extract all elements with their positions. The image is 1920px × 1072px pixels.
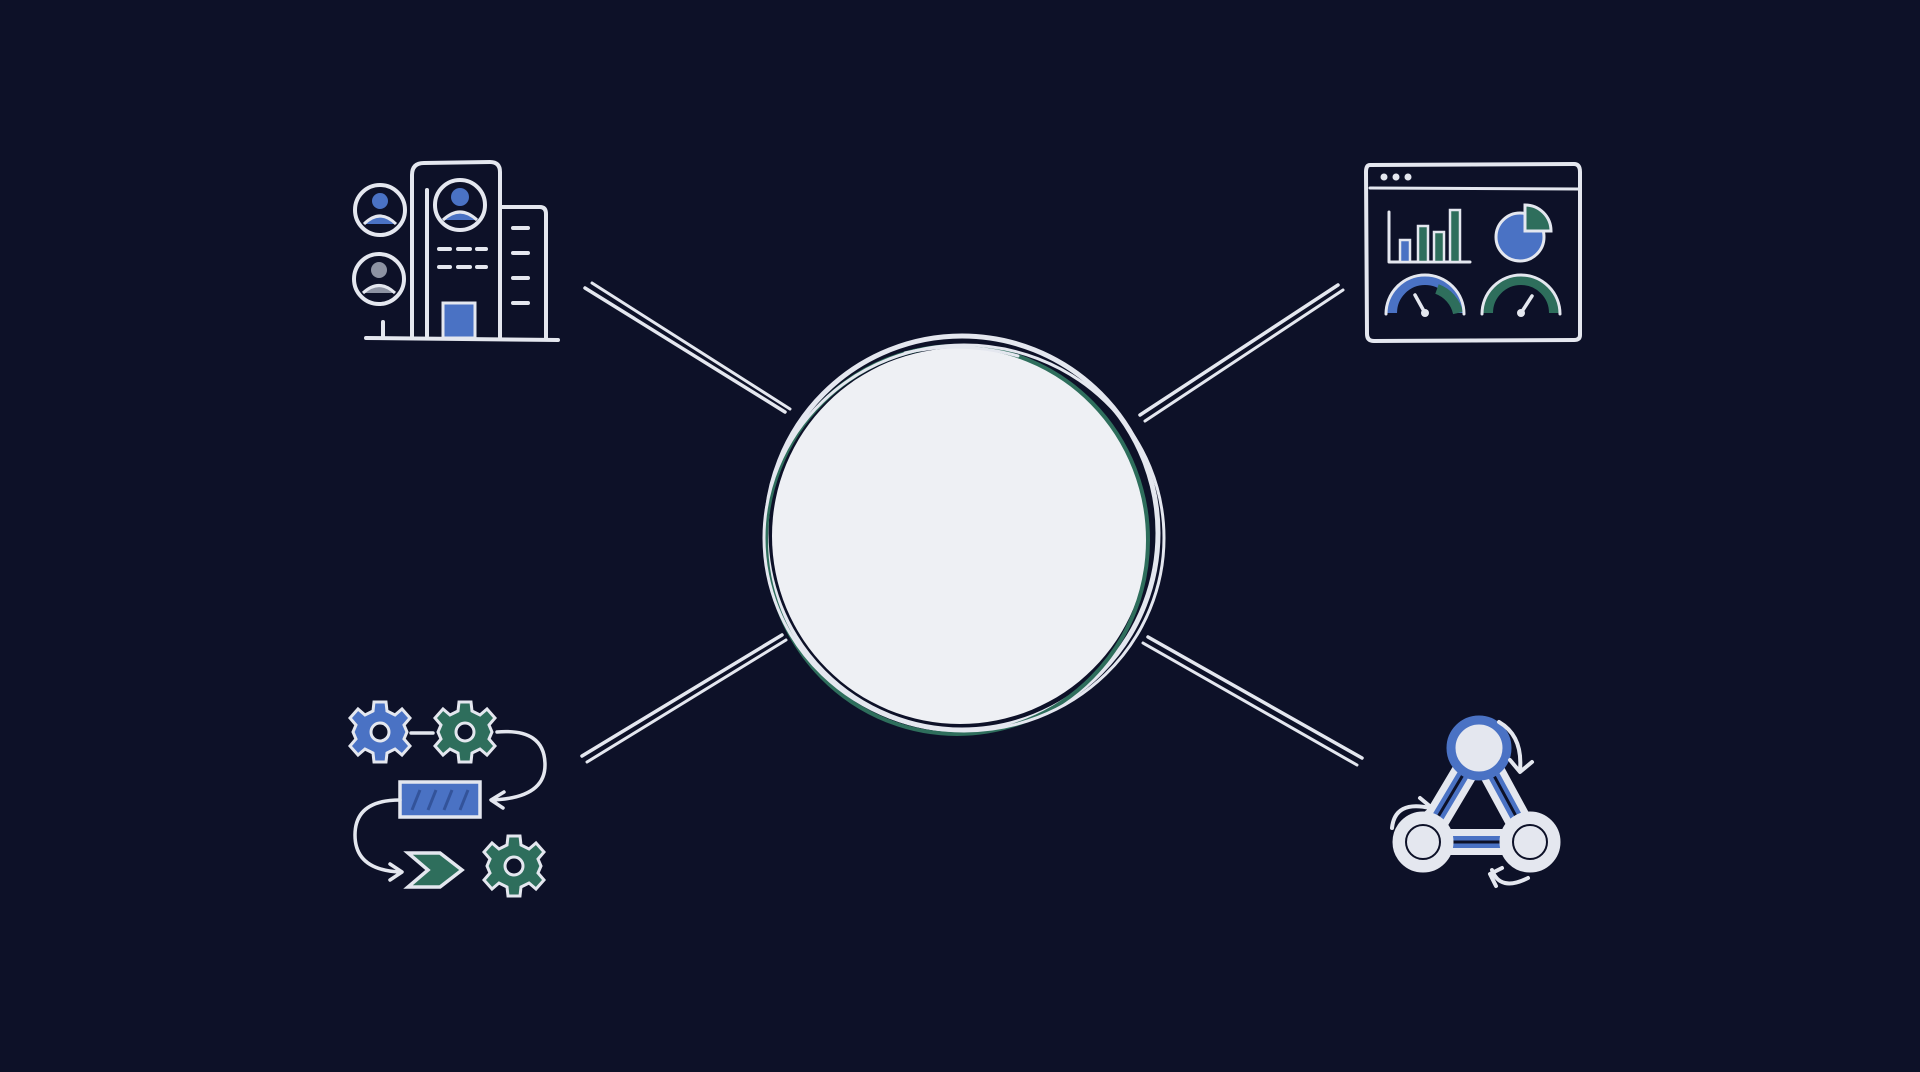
- person-avatar-2: [433, 178, 487, 232]
- cycle-arrow-icon-3: [1488, 866, 1530, 888]
- cycle-arrow-icon-2: [1390, 796, 1434, 830]
- person-avatar-3: [352, 252, 406, 306]
- hub-circle: [762, 333, 1166, 736]
- arrow-chevron-icon: [403, 851, 465, 889]
- gears-workflow-icon: [348, 700, 547, 898]
- analytics-dashboard-icon: [1364, 162, 1582, 343]
- connector-organization: [583, 281, 792, 414]
- connector-dashboard: [1138, 283, 1345, 423]
- gauge-icon-2: [1480, 273, 1562, 317]
- gear-icon-blue: [348, 700, 412, 764]
- process-block-icon: [398, 780, 482, 819]
- building-with-people-icon: [352, 160, 560, 342]
- pie-chart-icon: [1494, 203, 1553, 263]
- gear-icon-green-bottom: [482, 834, 546, 898]
- person-avatar-1: [353, 183, 407, 237]
- gear-icon-green-top: [433, 700, 497, 764]
- bar-chart-icon: [1387, 208, 1472, 264]
- cycle-arrow-icon-1: [1497, 720, 1534, 774]
- gauge-icon-1: [1384, 273, 1466, 317]
- connector-webhook: [1141, 635, 1364, 767]
- webhook-icon: [1390, 715, 1561, 888]
- connector-workflow: [580, 633, 788, 764]
